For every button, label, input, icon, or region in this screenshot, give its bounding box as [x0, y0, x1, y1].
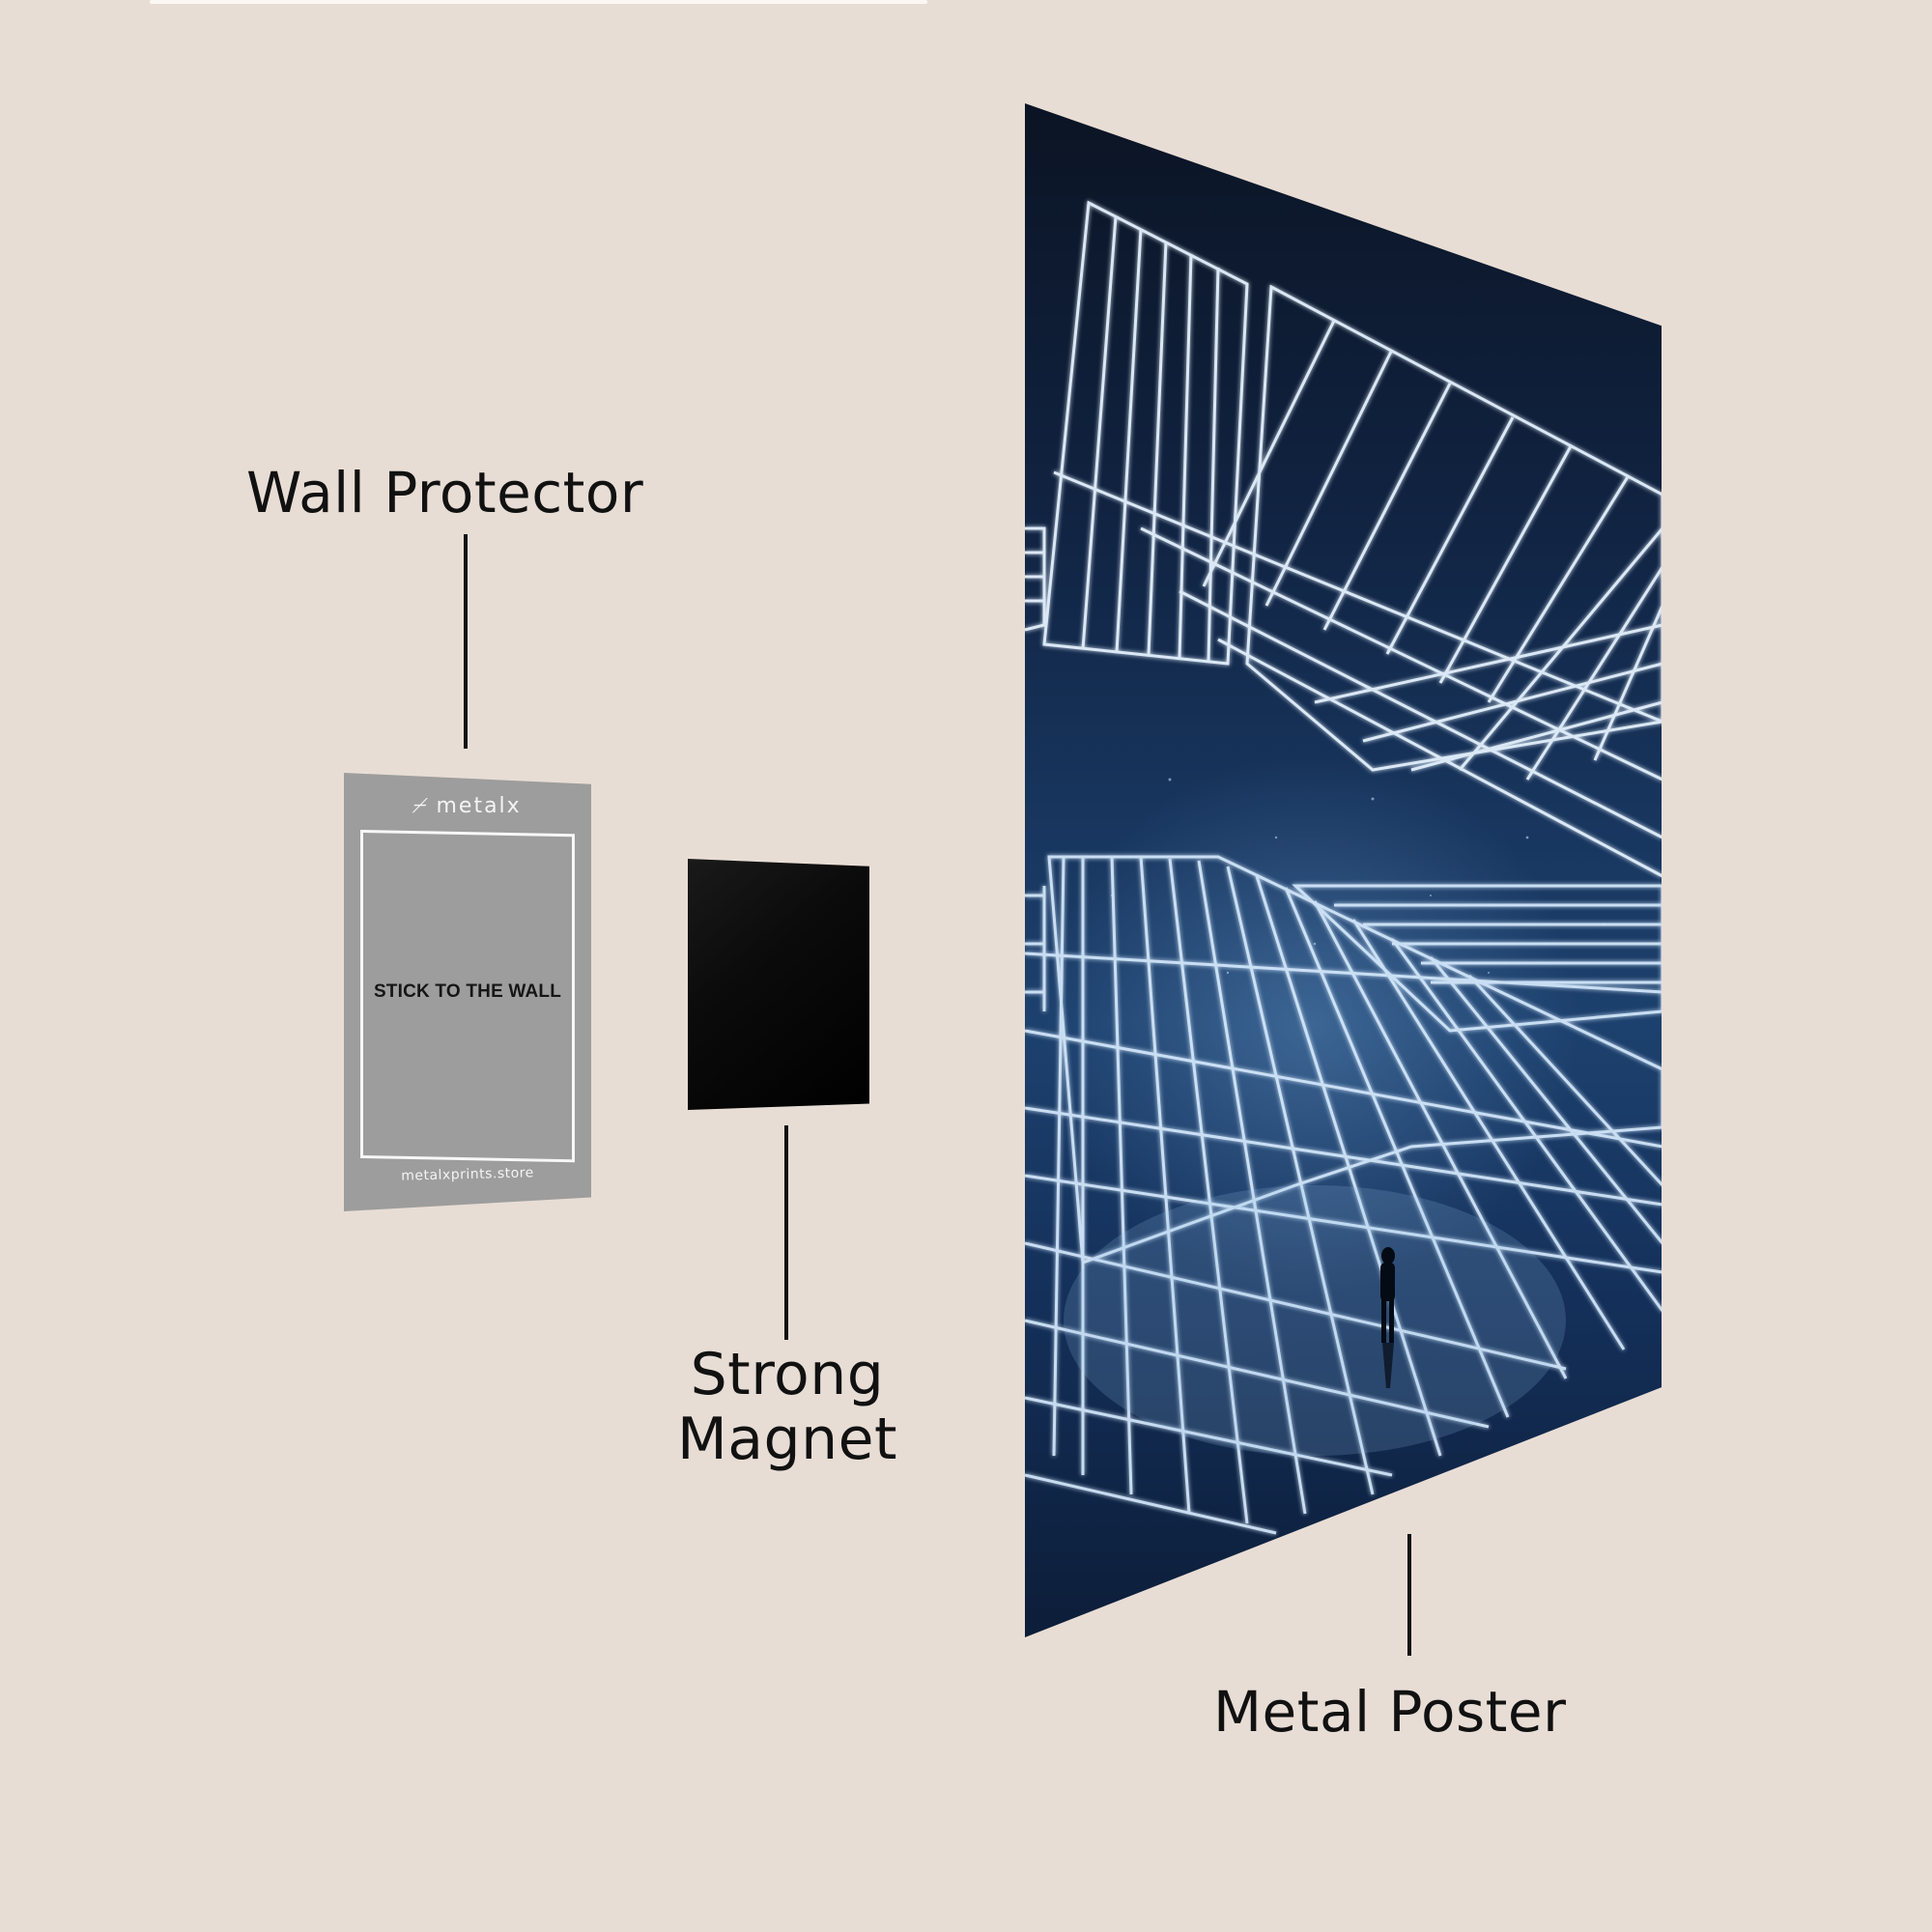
metalx-brand-text: metalx	[436, 794, 522, 818]
strong-magnet-label-line1: Strong	[690, 1341, 885, 1408]
store-url-text: metalxprints.store	[401, 1165, 534, 1184]
stick-to-wall-text: STICK TO THE WALL	[373, 981, 562, 1002]
strong-magnet-leader-line	[784, 1125, 788, 1340]
wall-protector-leader-line	[464, 534, 468, 749]
metalx-logo-mark-icon: ⌿	[409, 794, 434, 818]
poster-artwork	[1025, 200, 1662, 1535]
wall-protector-card: ⌿metalx STICK TO THE WALL metalxprints.s…	[344, 773, 591, 1211]
metal-poster	[1025, 103, 1662, 1637]
wall-protector-label: Wall Protector	[246, 460, 644, 526]
strong-magnet-label: Strong Magnet	[667, 1341, 908, 1474]
strong-magnet-label-line2: Magnet	[676, 1406, 898, 1474]
standing-figure	[1380, 1247, 1395, 1388]
top-edge-strip	[150, 0, 927, 4]
metal-poster-label: Metal Poster	[1213, 1679, 1567, 1745]
strong-magnet-sheet	[688, 859, 869, 1110]
metal-poster-leader-line	[1407, 1534, 1411, 1656]
metalx-logo: ⌿metalx	[344, 794, 591, 818]
